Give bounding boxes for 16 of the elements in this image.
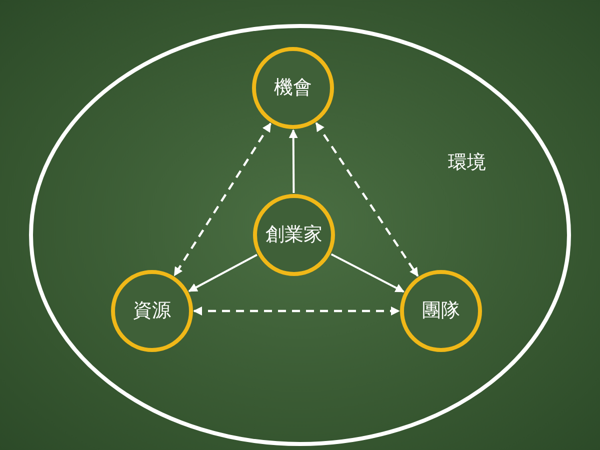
- double-arrow: [174, 122, 272, 276]
- node-label: 環境: [448, 152, 486, 174]
- ellipse-boundary: [29, 24, 571, 446]
- node-label: 團隊: [422, 300, 460, 322]
- circle-node: [252, 47, 334, 129]
- node-label: 創業家: [266, 224, 322, 246]
- double-arrow: [315, 122, 419, 277]
- arrow: [288, 129, 298, 193]
- arrow: [188, 254, 258, 292]
- circle-node: [111, 270, 193, 352]
- arrow: [330, 253, 404, 293]
- circle-node: [253, 194, 335, 276]
- circle-node: [400, 270, 482, 352]
- double-arrow: [193, 306, 400, 316]
- node-label: 機會: [274, 76, 312, 100]
- node-label: 資源: [133, 300, 171, 322]
